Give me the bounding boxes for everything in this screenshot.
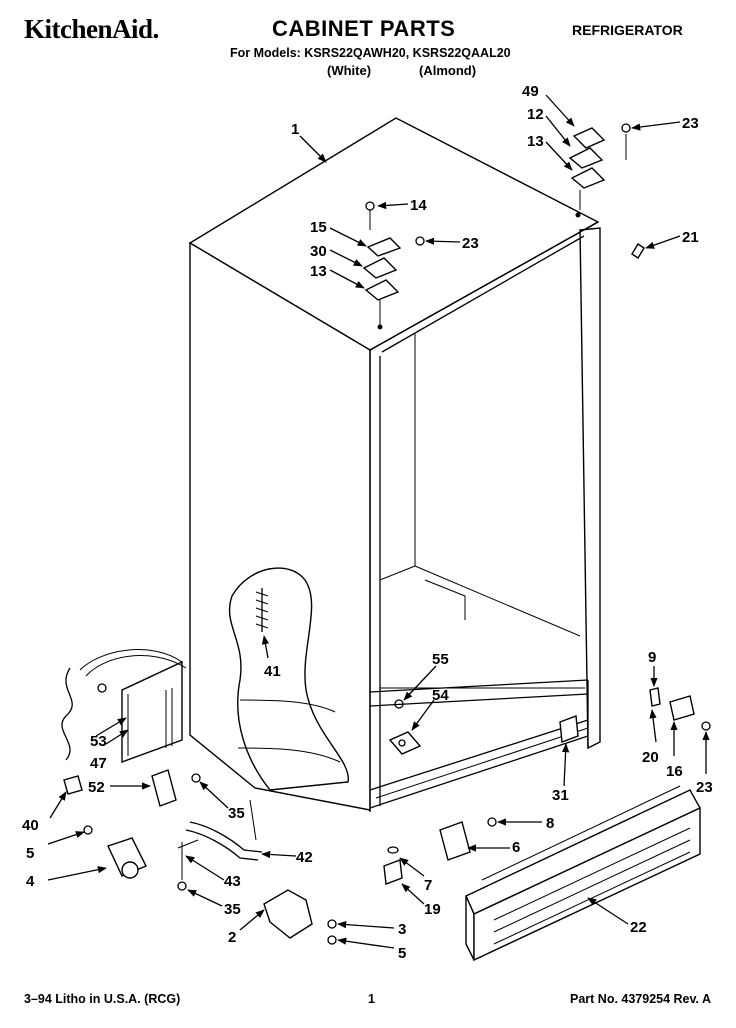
callout-6: 6 (512, 839, 520, 856)
power-cord-and-bracket (61, 649, 187, 795)
appliance-category: REFRIGERATOR (572, 22, 683, 38)
callout-47: 47 (90, 755, 107, 772)
callout-54: 54 (432, 687, 449, 704)
callout-2: 2 (228, 929, 236, 946)
callout-21: 21 (682, 229, 699, 246)
callout-35-upper: 35 (228, 805, 245, 822)
toe-grille (465, 785, 701, 962)
callout-19: 19 (424, 901, 441, 918)
callout-9: 9 (648, 649, 656, 666)
callout-16: 16 (666, 763, 683, 780)
variant-white: (White) (327, 63, 372, 78)
callout-20: 20 (642, 749, 659, 766)
callout-23-top: 23 (682, 115, 699, 132)
callout-42: 42 (296, 849, 313, 866)
callout-4: 4 (26, 873, 35, 890)
callout-49: 49 (522, 83, 539, 100)
callout-14: 14 (410, 197, 427, 214)
hinge-assembly-right (568, 123, 645, 259)
refrigerator-cabinet (188, 117, 601, 812)
callout-55: 55 (432, 651, 449, 668)
part-number: Part No. 4379254 Rev. A (570, 992, 712, 1006)
callout-31: 31 (552, 787, 569, 804)
callout-35-lower: 35 (224, 901, 241, 918)
hinge-assembly-left (362, 201, 425, 326)
callout-13-right: 13 (527, 133, 544, 150)
callout-15: 15 (310, 219, 327, 236)
callout-8: 8 (546, 815, 554, 832)
callout-12: 12 (527, 106, 544, 123)
callout-22: 22 (630, 919, 647, 936)
callout-5-right: 5 (398, 945, 406, 962)
callout-52: 52 (88, 779, 105, 796)
models-line: For Models: KSRS22QAWH20, KSRS22QAAL20 (230, 46, 511, 60)
callout-13-left: 13 (310, 263, 327, 280)
callout-23-right: 23 (696, 779, 713, 796)
callout-23-hinge: 23 (462, 235, 479, 252)
callout-30: 30 (310, 243, 327, 260)
front-hardware (383, 687, 711, 885)
litho-footer: 3–94 Litho in U.S.A. (RCG) (24, 992, 181, 1006)
callout-7: 7 (424, 877, 432, 894)
callout-41: 41 (264, 663, 281, 680)
kitchenaid-logo: KitchenAid. (24, 14, 159, 44)
callout-40: 40 (22, 817, 39, 834)
variant-almond: (Almond) (419, 63, 477, 78)
leader-lines (47, 94, 710, 949)
callout-1: 1 (291, 121, 299, 138)
callout-43: 43 (224, 873, 241, 890)
page-title: CABINET PARTS (272, 16, 456, 41)
callout-labels: 1 49 12 13 23 14 15 30 13 23 21 41 55 54… (22, 83, 713, 962)
page-number: 1 (368, 992, 375, 1006)
callout-3: 3 (398, 921, 406, 938)
callout-5-left: 5 (26, 845, 34, 862)
caster-and-fittings (83, 769, 337, 945)
callout-53: 53 (90, 733, 107, 750)
